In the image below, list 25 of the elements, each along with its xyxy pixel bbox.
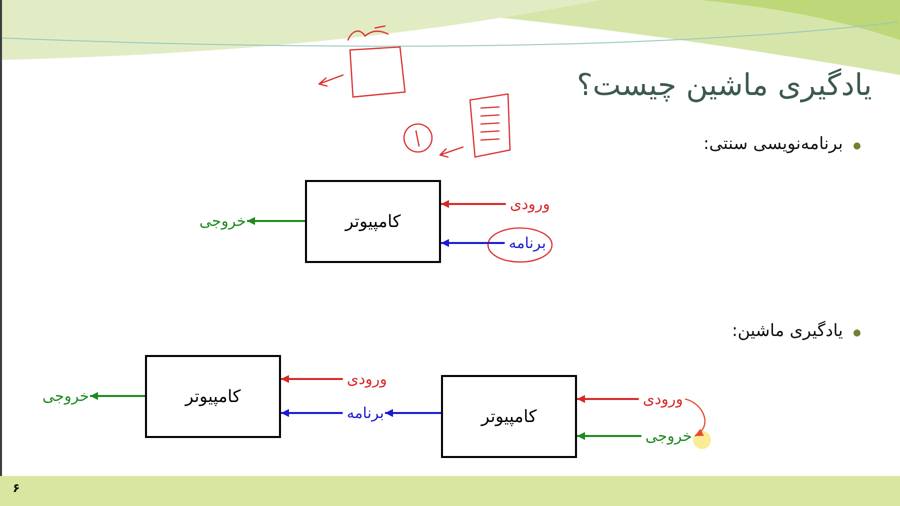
flow-label: خروجی (42, 387, 89, 405)
slide-title: یادگیری ماشین چیست؟ (576, 68, 872, 104)
arrow (441, 200, 506, 208)
arrow (441, 239, 505, 247)
bullet-text: یادگیری ماشین: (732, 321, 843, 342)
flow-label: برنامه (346, 404, 384, 422)
arrow (577, 395, 639, 403)
arrow (684, 398, 706, 437)
bullet-text: برنامه‌نویسی سنتی: (703, 134, 843, 154)
flow-label: ورودی (510, 195, 550, 213)
page-number: ۶ (12, 481, 20, 496)
arrow (247, 217, 305, 225)
arrow (281, 375, 343, 383)
flow-label: خروجی (199, 212, 246, 230)
arrow (385, 409, 441, 417)
flow-label: ورودی (642, 390, 683, 408)
arrow (577, 432, 642, 440)
flow-label: خروجی (645, 427, 692, 445)
flow-label: برنامه (508, 234, 546, 252)
computer-box: کامپیوتر (145, 355, 281, 438)
arrow (90, 392, 145, 400)
computer-box: کامپیوتر (441, 375, 577, 458)
arrow (281, 409, 343, 417)
flow-label: ورودی (346, 370, 387, 388)
computer-box: کامپیوتر (305, 180, 441, 263)
